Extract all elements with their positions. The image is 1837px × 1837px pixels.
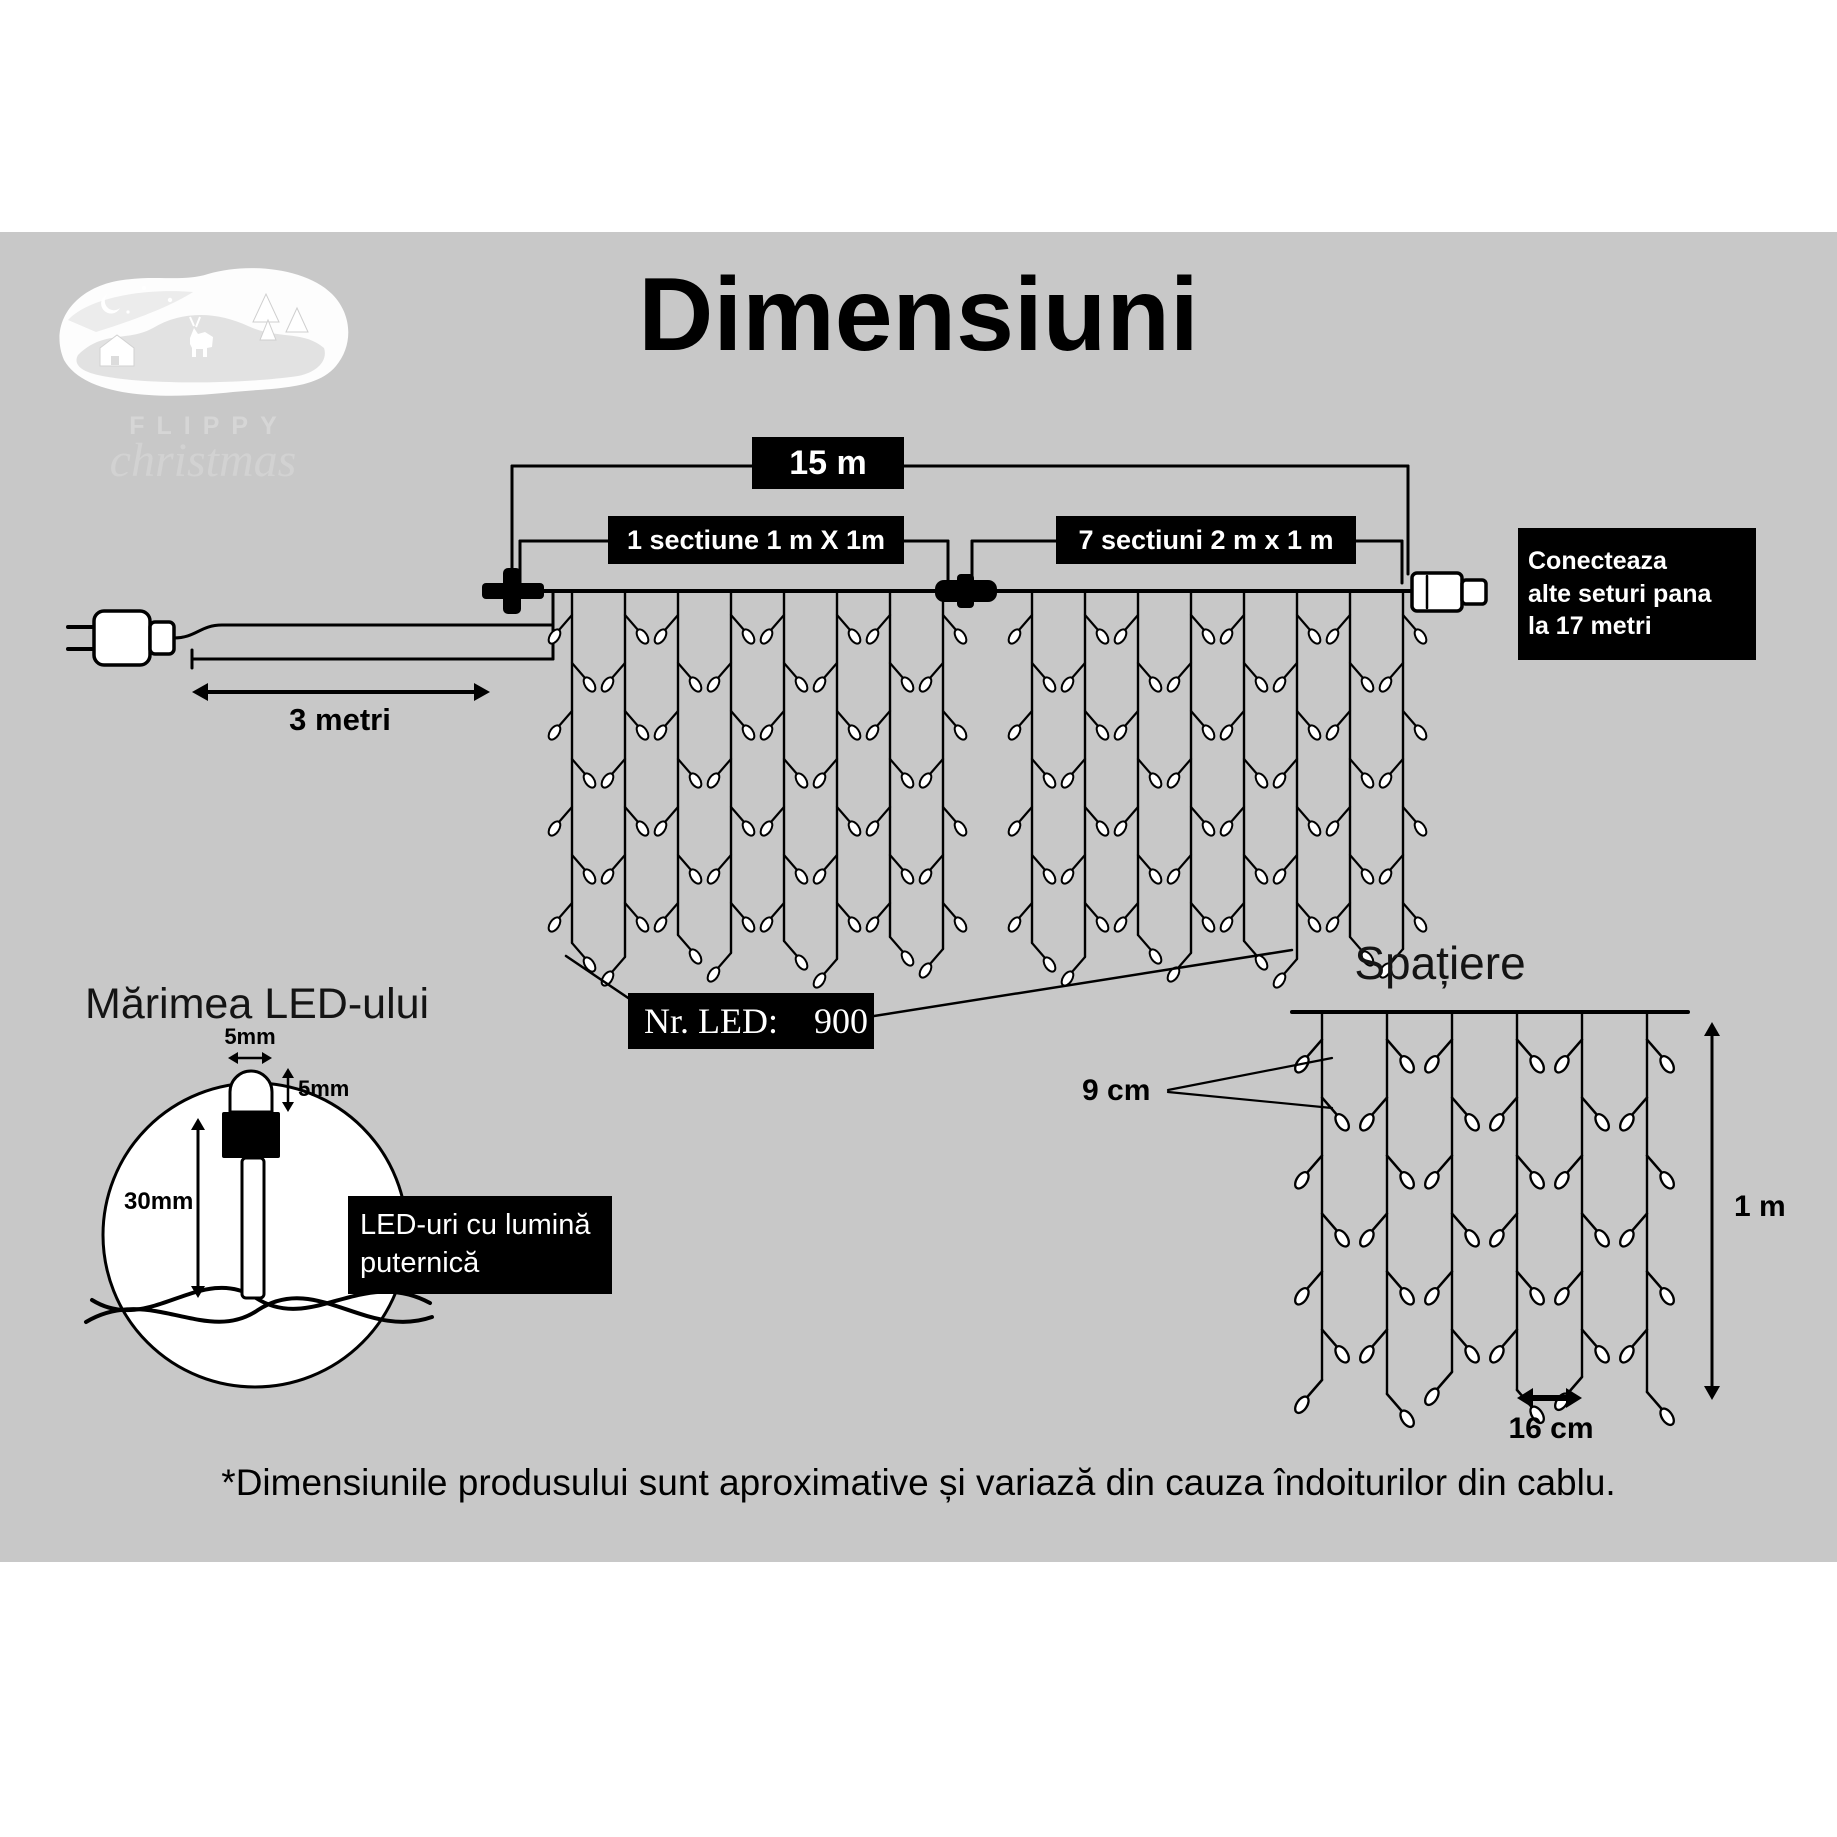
led-height-label: 5mm: [298, 1076, 350, 1101]
spacing-height-label: 1 m: [1734, 1190, 1786, 1223]
led-brightness-note: LED-uri cu lumină puternică: [348, 1196, 612, 1294]
led-count-label: Nr. LED:: [644, 1001, 778, 1041]
connect-note: Conecteaza alte seturi pana la 17 metri: [1518, 528, 1756, 660]
brand-logo: FLIPPY christmas: [48, 260, 358, 488]
lead-length-label: 3 metri: [289, 702, 391, 737]
logo-scene-icon: [59, 268, 349, 396]
led-size-heading: Mărimea LED-ului: [85, 980, 430, 1028]
spacing-string-gap-label: 16 cm: [1508, 1412, 1594, 1445]
spacing-heading: Spațiere: [1354, 937, 1526, 989]
led-count-box: Nr. LED: 900: [628, 993, 874, 1049]
section-left-label: 1 sectiune 1 m X 1m: [608, 516, 904, 564]
spacing-led-gap-label: 9 cm: [1082, 1074, 1151, 1107]
footnote: *Dimensiunile produsului sunt aproximati…: [221, 1462, 1616, 1503]
led-width-label: 5mm: [224, 1024, 276, 1049]
led-body-length-label: 30mm: [124, 1188, 194, 1215]
total-length-label: 15 m: [752, 437, 904, 489]
brand-name: FLIPPY: [129, 412, 289, 440]
section-right-label: 7 sectiuni 2 m x 1 m: [1056, 516, 1356, 564]
page-title: Dimensiuni: [638, 257, 1199, 373]
brand-script: christmas: [109, 434, 297, 487]
led-count-value: 900: [813, 1001, 868, 1041]
